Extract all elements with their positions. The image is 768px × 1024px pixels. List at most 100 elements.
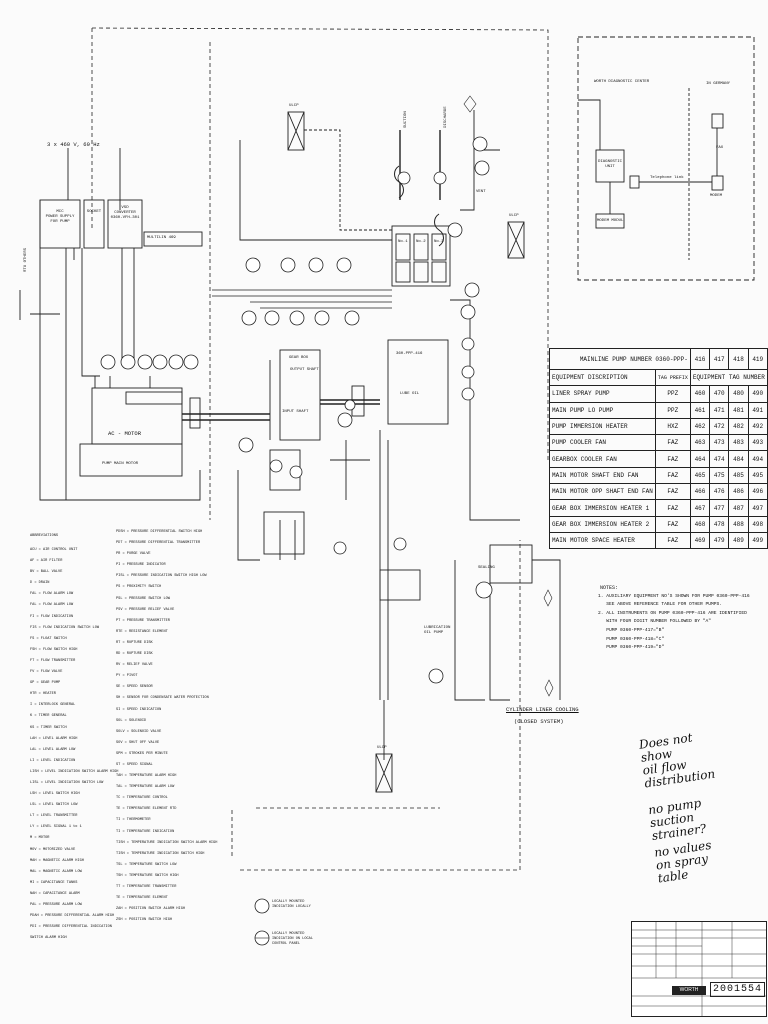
abbreviation-item: PAL = PRESSURE ALARM LOW <box>30 903 82 907</box>
equipment-tag-number: 489 <box>728 531 749 550</box>
abbreviation-item: SOV = SHUT OFF VALVE <box>116 740 160 745</box>
equipment-tag-number: 477 <box>709 499 730 517</box>
equipment-tag-number: 491 <box>747 401 768 419</box>
abbreviation-item: TT = TEMPERATURE TRANSMITTER <box>116 885 177 889</box>
closed-system-label: (CLOSED SYSTEM) <box>514 718 564 725</box>
telephone-label: Telephone link <box>650 176 684 180</box>
note-line: WITH FOUR DIGIT NUMBER FOLLOWED BY "A" <box>598 619 712 625</box>
ulcp-b-label: ULCP <box>509 214 519 218</box>
abbreviation-item: BV = BALL VALVE <box>30 570 63 575</box>
abbreviation-item: MOV = MOTORIZED VALVE <box>30 847 76 852</box>
pump-number: 417 <box>709 348 730 370</box>
equipment-tag-number: 464 <box>689 450 711 468</box>
equipment-description: MAIN MOTOR SPACE HEATER <box>549 531 656 550</box>
equipment-description: MAIN MOTOR OPP SHAFT END FAN <box>549 483 656 501</box>
abbreviation-item: PISL = PRESSURE INDICATION SWITCH HIGH L… <box>116 574 207 579</box>
notes: NOTES: 1. AUXILIARY EQUIPMENT NO'S SHOWN… <box>598 584 763 653</box>
abbreviation-item: LI = LEVEL INDICATION <box>30 758 76 763</box>
tag-prefix: FAZ <box>654 515 691 533</box>
mainline-label: MAINLINE PUMP NUMBER 0360-PPP- <box>549 348 691 370</box>
equipment-tag-number: 495 <box>747 466 768 485</box>
abbreviation-item: TI = TEMPERATURE INDICATION <box>116 829 175 834</box>
abbreviation-item: TI = THERMOMETER <box>116 818 151 823</box>
abbreviation-item: SOL = SOLENOID <box>116 718 147 723</box>
legend-item-2: LOCALLY MOUNTED INDICATION ON LOCAL CONT… <box>272 932 313 946</box>
lube-oil-label: LUBE OIL <box>400 392 420 396</box>
tag-prefix: FAZ <box>654 466 691 485</box>
side-label: RTU OTHERS <box>24 247 28 272</box>
equipment-tag-number: 499 <box>747 531 768 550</box>
abbreviation-item: D = DRAIN <box>30 581 50 586</box>
abbreviation-item: TSL = TEMPERATURE SWITCH LOW <box>116 862 177 867</box>
equipment-tag-number: 474 <box>709 450 730 468</box>
note-line: 2. ALL INSTRUMENTS ON PUMP 0360-PPP-416 … <box>598 610 747 616</box>
pump-number: 419 <box>747 348 768 370</box>
gear-box-label: GEAR BOX <box>289 356 309 360</box>
equipment-tag-number: 462 <box>689 417 711 436</box>
abbreviation-item: PDSH = PRESSURE DIFFERENTIAL SWITCH HIGH <box>116 530 203 534</box>
germany-label: IN GERMANY <box>706 82 731 86</box>
equipment-tag-number: 472 <box>709 417 730 436</box>
abbreviation-item: FI = FLOW INDICATION <box>30 614 74 619</box>
fax-label: FAX <box>716 146 724 150</box>
abbreviation-item: ZSH = POSITION SWITCH HIGH <box>116 918 173 923</box>
ulcp-c-label: ULCP <box>377 746 387 750</box>
equipment-tag-number: 465 <box>689 466 711 485</box>
equipment-tag-number: 498 <box>747 515 768 533</box>
diag-unit-label: DIAGNOSTIC UNIT <box>597 160 622 169</box>
col-tag-header: TAG PREFIX <box>654 368 691 387</box>
abbreviation-item: GP = GEAR PUMP <box>30 681 61 686</box>
abbreviation-item: TAH = TEMPERATURE ALARM HIGH <box>116 774 177 779</box>
abbreviation-item: FT = FLOW TRANSMITTER <box>30 658 76 663</box>
pump-number: 418 <box>728 348 749 370</box>
equipment-description: LINER SPRAY PUMP <box>549 385 656 403</box>
equipment-tag-number: 461 <box>689 401 711 419</box>
abbreviation-item: TAL = TEMPERATURE ALARM LOW <box>116 785 175 790</box>
title-block-grid <box>632 922 766 1016</box>
abbreviation-item: TISH = TEMPERATURE INDICATION SWITCH HIG… <box>116 851 205 856</box>
equipment-tag-number: 467 <box>689 499 711 517</box>
equipment-description: GEAR BOX IMMERSION HEATER 1 <box>549 499 656 517</box>
abbreviation-item: RTE = RESISTANCE ELEMENT <box>116 629 168 634</box>
sealing-label: SEALING <box>478 566 495 570</box>
equipment-tag-number: 485 <box>728 466 749 485</box>
ac-motor-label: AC - MOTOR <box>108 430 142 437</box>
abbreviation-item: RD = RUPTURE DISK <box>116 652 153 657</box>
equipment-tag-number: 482 <box>728 417 749 436</box>
abbreviation-item: SI = SPEED INDICATION <box>116 707 162 712</box>
abbreviation-item: LAL = LEVEL ALARM LOW <box>30 747 76 752</box>
notes-title: NOTES: <box>600 585 619 591</box>
abbreviation-item: M = MOTOR <box>30 836 50 841</box>
abbreviation-item: MAL = MAGNETIC ALARM LOW <box>30 869 82 874</box>
equipment-tag-number: 475 <box>709 466 730 485</box>
abbreviation-item: PS = PROXIMITY SWITCH <box>116 585 162 590</box>
equipment-description: PUMP COOLER FAN <box>549 434 656 452</box>
abbreviation-item: K = TIMER GENERAL <box>30 714 67 719</box>
equipment-description: PUMP IMMERSION HEATER <box>549 417 656 436</box>
cylinder-cooling-label: CYLINDER LINER COOLING <box>506 706 579 713</box>
equipment-tag-number: 494 <box>747 450 768 468</box>
equipment-description: MAIN MOTOR SHAFT END FAN <box>549 466 656 485</box>
abbreviation-item: AF = AIR FILTER <box>30 559 63 564</box>
abbreviation-item: NAH = CAPACITANCE ALARM <box>30 891 80 896</box>
equipment-tag-number: 463 <box>689 434 711 452</box>
abbreviation-item: FSH = FLOW SWITCH HIGH <box>30 647 78 652</box>
abbreviation-item: LSH = LEVEL SWITCH HIGH <box>30 792 80 797</box>
equipment-tag-number: 484 <box>728 450 749 468</box>
abbreviation-item: TE = TEMPERATURE ELEMENT <box>116 896 168 901</box>
equipment-tag-number: 488 <box>728 515 749 533</box>
mk2-label: No.2 <box>416 240 426 244</box>
equipment-tag-number: 466 <box>689 483 711 501</box>
vent-label: VENT <box>476 190 486 194</box>
col-equip-header: EQUIPMENT TAG NUMBER <box>689 368 768 387</box>
abbreviation-item: RT = RUPTURE DISK <box>116 640 153 645</box>
tag-prefix: PPZ <box>654 385 691 403</box>
abbreviation-item: PDT = PRESSURE DIFFERENTIAL TRANSMITTER <box>116 541 201 546</box>
